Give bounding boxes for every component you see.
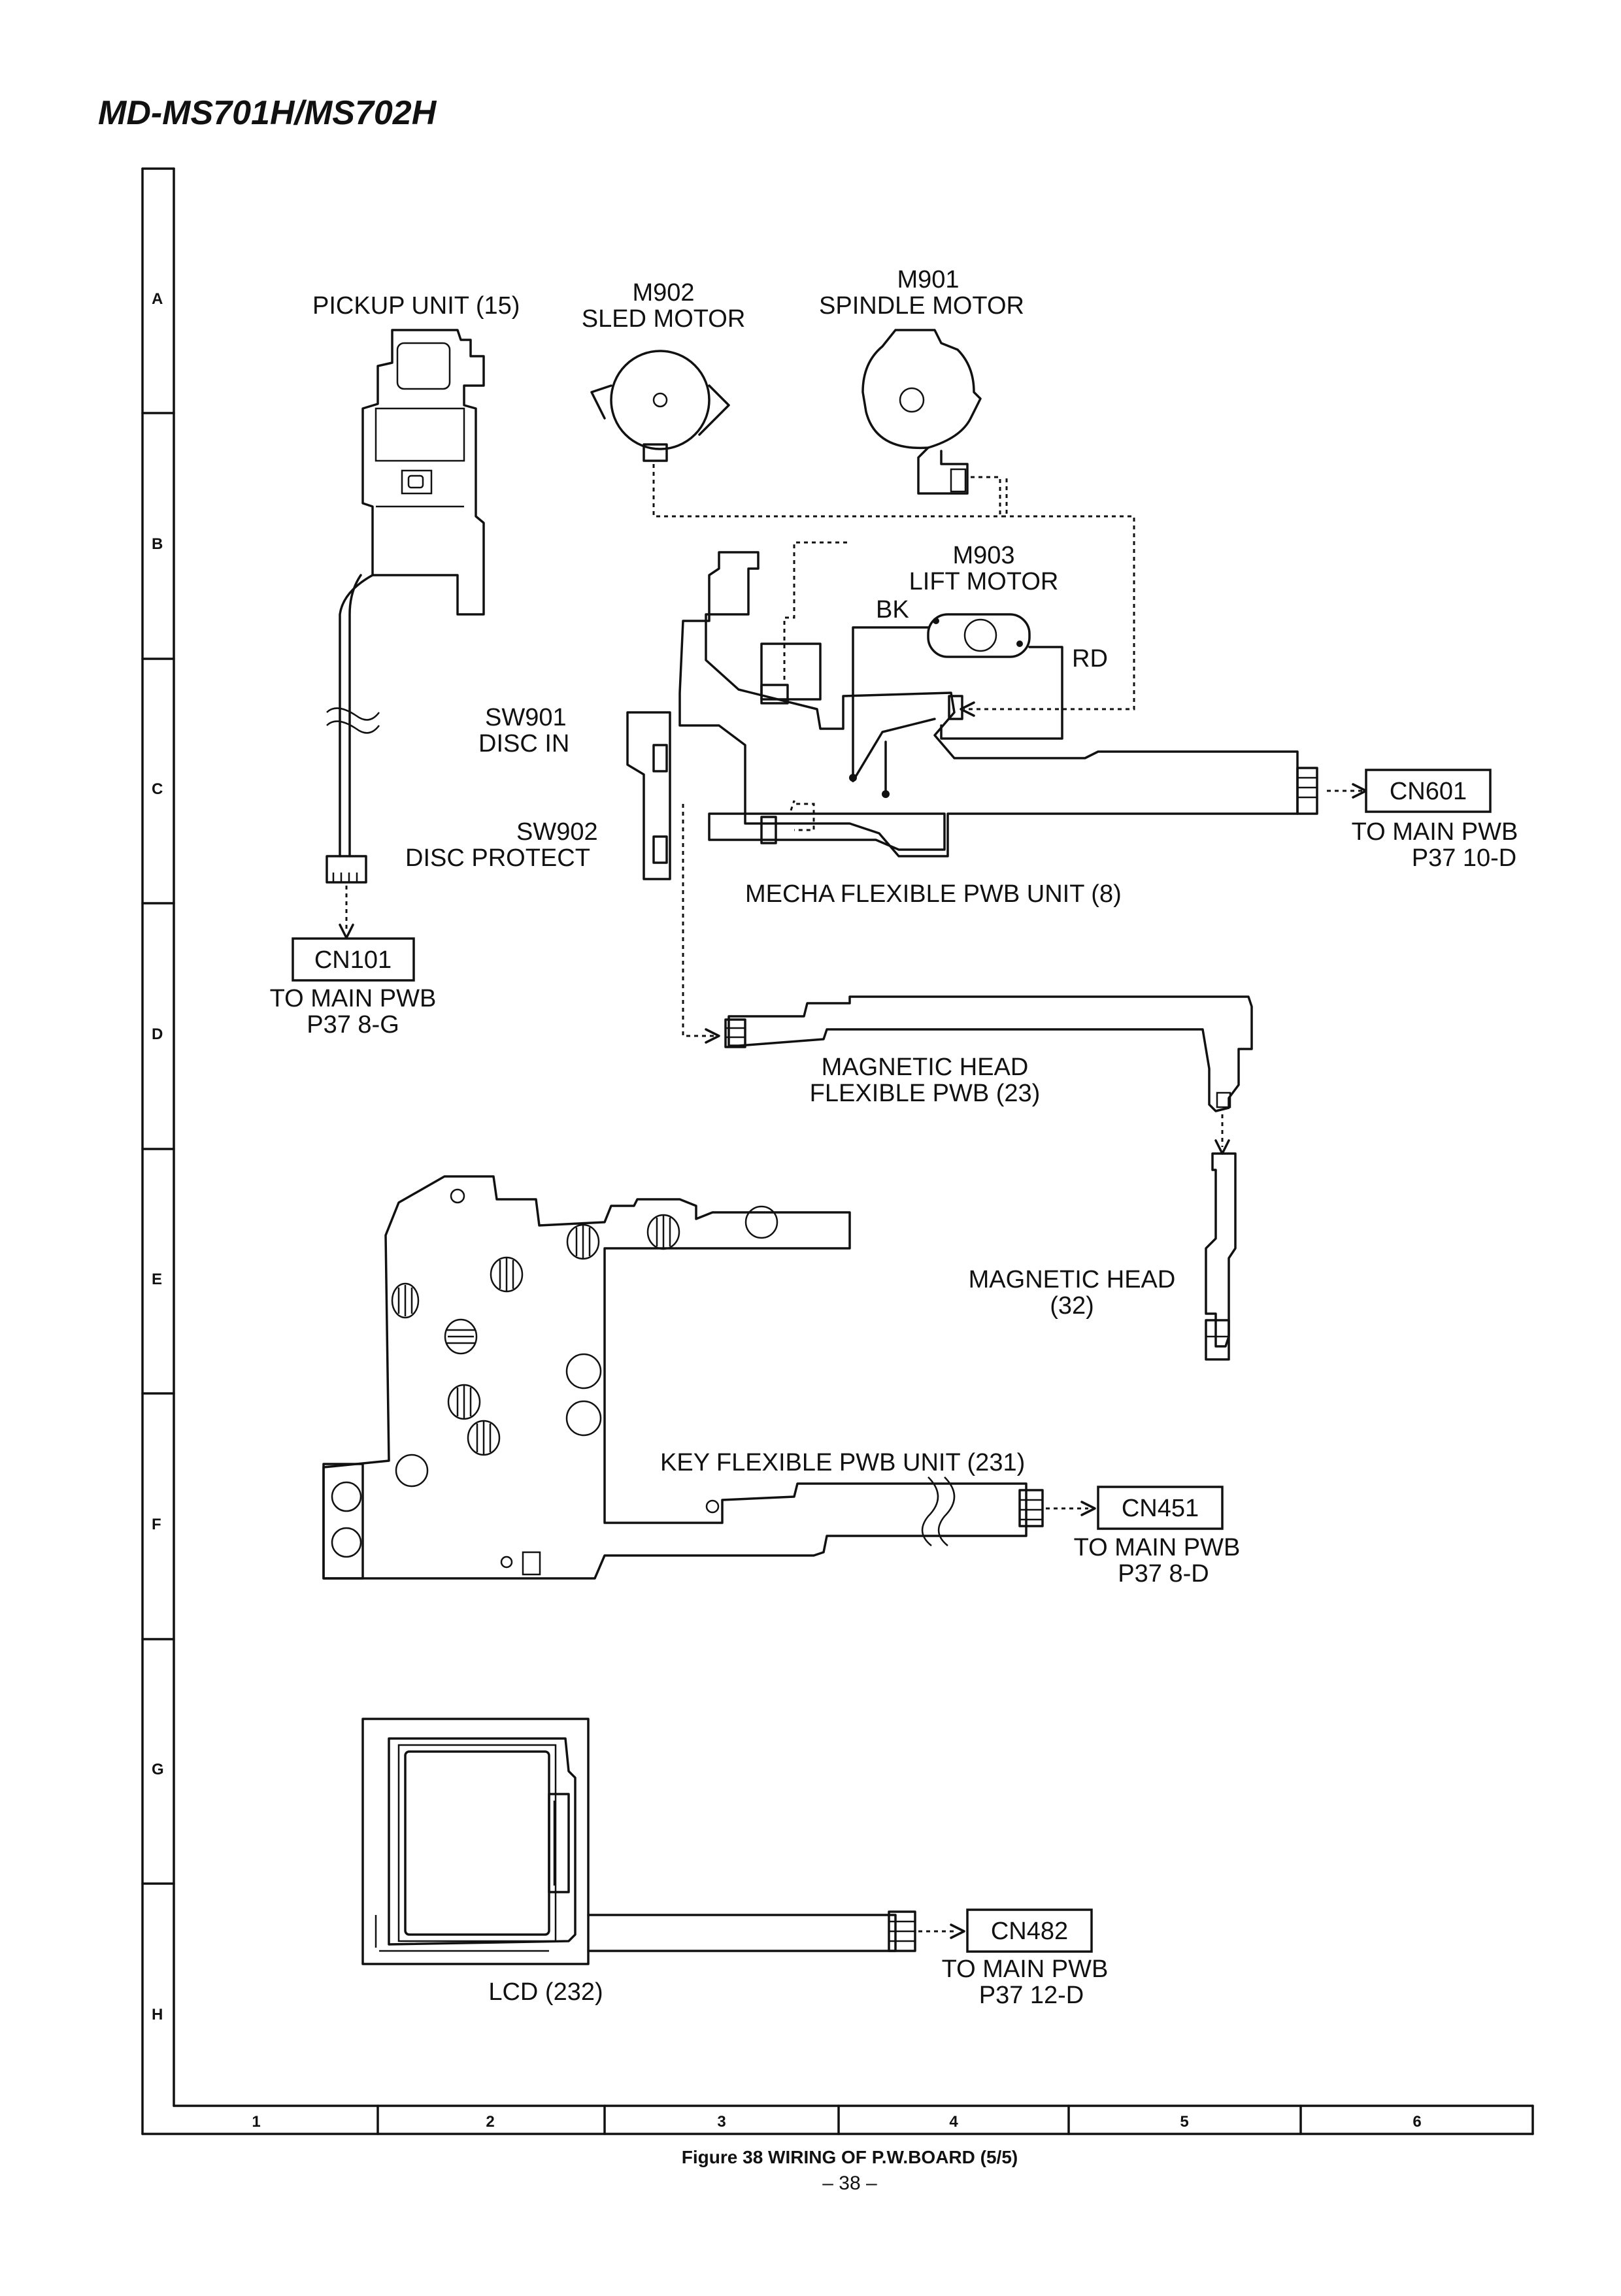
m902-ref: M902 xyxy=(632,279,694,307)
sled-motor xyxy=(590,350,730,462)
rd-wire xyxy=(940,646,1063,740)
maghead-pwb-dashed-wire xyxy=(682,804,716,1037)
magnetic-head-flexible-pwb xyxy=(724,995,1253,1112)
m901-arrow-icon xyxy=(960,701,975,717)
drawing-frame xyxy=(141,167,1534,2135)
cn482-box xyxy=(966,1908,1093,1953)
m902-dashed-wire xyxy=(652,464,1008,518)
maghead-label-2: (32) xyxy=(1050,1292,1094,1320)
maghead-pwb-label-1: MAGNETIC HEAD xyxy=(822,1054,1029,1081)
cn101-page-ref: P37 8-G xyxy=(307,1011,399,1039)
cn601-box xyxy=(1365,769,1492,813)
m902-name: SLED MOTOR xyxy=(582,305,746,333)
maghead-pwb-label-2: FLEXIBLE PWB (23) xyxy=(810,1080,1041,1107)
grid-row-label: F xyxy=(152,1516,161,1533)
m903-ref: M903 xyxy=(952,542,1014,569)
sw902-name: DISC PROTECT xyxy=(405,844,590,872)
cn482-dest: TO MAIN PWB xyxy=(942,1955,1109,1983)
cn482-label: CN482 xyxy=(991,1918,1068,1945)
cn451-arrow-icon xyxy=(1080,1501,1096,1516)
grid-row-label: D xyxy=(152,1025,163,1043)
cn482-page-ref: P37 12-D xyxy=(979,1982,1084,2009)
grid-row-label: E xyxy=(152,1271,162,1288)
key-button-icons xyxy=(391,1214,680,1456)
cn451-box xyxy=(1097,1486,1224,1530)
m901-ref: M901 xyxy=(897,266,959,293)
maghead-pwb-arrow-icon xyxy=(705,1028,720,1044)
grid-col-label: 6 xyxy=(1412,2113,1421,2131)
row-labels: A B C D E F G H xyxy=(152,290,164,2023)
bk-wire xyxy=(852,626,929,782)
figure-caption: Figure 38 WIRING OF P.W.BOARD (5/5) xyxy=(682,2147,1018,2167)
cn101-dest: TO MAIN PWB xyxy=(270,985,437,1012)
maghead-label-1: MAGNETIC HEAD xyxy=(969,1266,1176,1293)
col-labels: 1 2 3 4 5 6 xyxy=(252,2113,1421,2131)
sw902-ref: SW902 xyxy=(516,818,598,846)
key-pwb-label: KEY FLEXIBLE PWB UNIT (231) xyxy=(660,1449,1025,1476)
m901-name: SPINDLE MOTOR xyxy=(819,292,1024,320)
lift-motor xyxy=(927,613,1031,658)
page-number: – 38 – xyxy=(822,2172,877,2194)
m902-branch-dashed xyxy=(783,541,850,680)
lcd-label: LCD (232) xyxy=(488,1978,603,2006)
pickup-unit-label: PICKUP UNIT (15) xyxy=(312,292,520,320)
model-title: MD-MS701H/MS702H xyxy=(98,94,437,132)
grid-col-label: 5 xyxy=(1180,2113,1188,2131)
grid-col-label: 4 xyxy=(949,2113,958,2131)
spindle-motor xyxy=(861,329,982,495)
grid-row-label: B xyxy=(152,535,163,553)
sw901-name: DISC IN xyxy=(478,730,569,757)
key-flexible-pwb xyxy=(322,1175,1044,1580)
m903-name: LIFT MOTOR xyxy=(909,568,1059,595)
rd-label: RD xyxy=(1072,645,1108,673)
grid-col-label: 3 xyxy=(717,2113,726,2131)
cn601-label: CN601 xyxy=(1390,778,1467,805)
cn451-label: CN451 xyxy=(1122,1495,1199,1522)
grid-row-label: C xyxy=(152,780,163,798)
mecha-pwb-label: MECHA FLEXIBLE PWB UNIT (8) xyxy=(745,880,1122,908)
mecha-local-dashed xyxy=(790,800,815,831)
magnetic-head xyxy=(1205,1152,1237,1361)
sw901-ref: SW901 xyxy=(485,704,567,731)
bk-label: BK xyxy=(876,596,909,624)
cn601-dest: TO MAIN PWB xyxy=(1352,818,1518,846)
cn482-arrow-icon xyxy=(950,1923,965,1939)
cn451-page-ref: P37 8-D xyxy=(1118,1560,1209,1588)
m901-dashed-wire xyxy=(964,476,1135,710)
mecha-flexible-pwb xyxy=(626,551,1318,880)
grid-col-label: 1 xyxy=(252,2113,260,2131)
cn101-label: CN101 xyxy=(314,946,392,974)
cn601-page-ref: P37 10-D xyxy=(1412,844,1517,872)
pickup-unit xyxy=(326,329,485,884)
lcd-module xyxy=(361,1718,916,1965)
grid-row-label: G xyxy=(152,1761,164,1778)
cn451-dest: TO MAIN PWB xyxy=(1074,1534,1241,1561)
cn101-box xyxy=(292,937,415,982)
grid-row-label: H xyxy=(152,2006,163,2023)
grid-col-label: 2 xyxy=(486,2113,494,2131)
grid-row-label: A xyxy=(152,290,163,308)
